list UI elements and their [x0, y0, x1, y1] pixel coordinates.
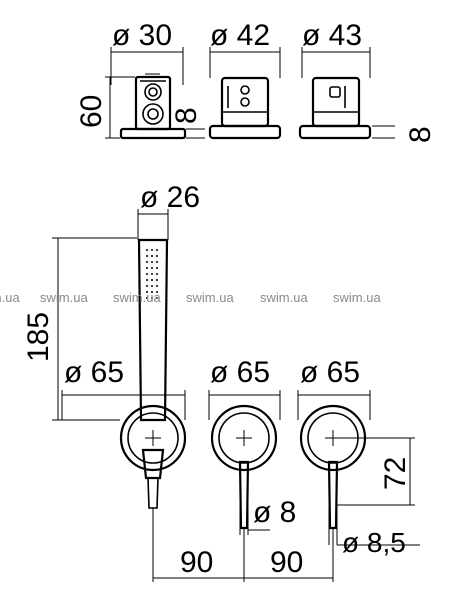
dim-d30: ø 30 — [112, 19, 172, 52]
dim-h60: 60 — [75, 95, 108, 128]
top-component-diverter — [105, 47, 205, 140]
dim-d65-right: ø 65 — [300, 356, 360, 389]
dim-h185: 185 — [22, 312, 55, 362]
bottom-dimension-lines — [153, 529, 420, 579]
dim-d26: ø 26 — [140, 181, 200, 214]
dim-d65-left: ø 65 — [64, 356, 124, 389]
dim-d8: ø 8 — [253, 496, 296, 529]
dim-h72: 72 — [379, 457, 412, 490]
wall-plate-right — [297, 390, 415, 582]
watermark-5: swim.ua — [260, 290, 308, 305]
watermark-1: swim.ua — [0, 290, 20, 305]
hand-shower — [52, 209, 169, 422]
wall-plate-left — [61, 390, 187, 582]
top-component-valve-43 — [298, 47, 395, 140]
dim-d42: ø 42 — [210, 19, 270, 52]
spray-nozzles — [146, 249, 158, 299]
dim-h8-right: 8 — [404, 126, 437, 143]
watermark-3: swim.ua — [113, 290, 161, 305]
dim-w90-left: 90 — [180, 546, 213, 579]
top-component-valve-42 — [208, 47, 282, 140]
dim-d65-middle: ø 65 — [210, 356, 270, 389]
wall-plate-middle — [208, 390, 281, 582]
dim-w90-right: 90 — [270, 546, 303, 579]
dim-d85: ø 8,5 — [342, 527, 406, 558]
watermark-6: swim.ua — [333, 290, 381, 305]
watermark-4: swim.ua — [186, 290, 234, 305]
watermark-2: swim.ua — [40, 290, 88, 305]
dim-d43: ø 43 — [302, 19, 362, 52]
dim-h8-left: 8 — [170, 107, 203, 124]
